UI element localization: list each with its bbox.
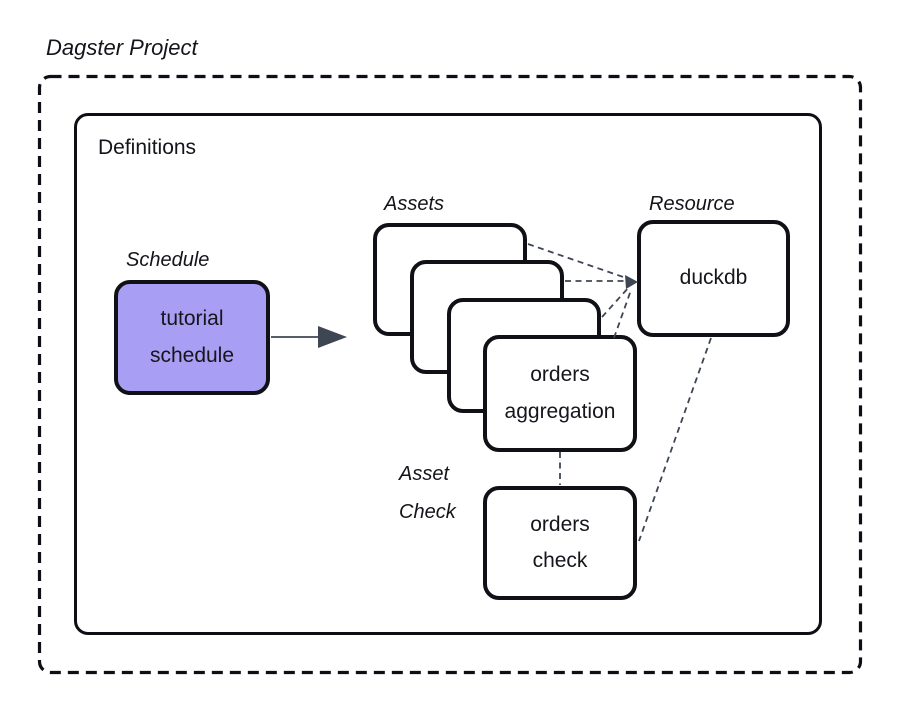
duckdb-node: duckdb [637,220,790,337]
asset-check-label: Asset Check [399,463,456,523]
definitions-label: Definitions [98,136,197,159]
diagram-title: Dagster Project [46,35,198,60]
resource-label: Resource [649,193,735,215]
tutorial-schedule-node: tutorial schedule [114,280,270,395]
orders-aggregation-node: orders aggregation [483,335,637,452]
assets-label: Assets [384,193,445,215]
schedule-label: Schedule [126,249,210,271]
orders-check-node: orders check [483,486,637,600]
